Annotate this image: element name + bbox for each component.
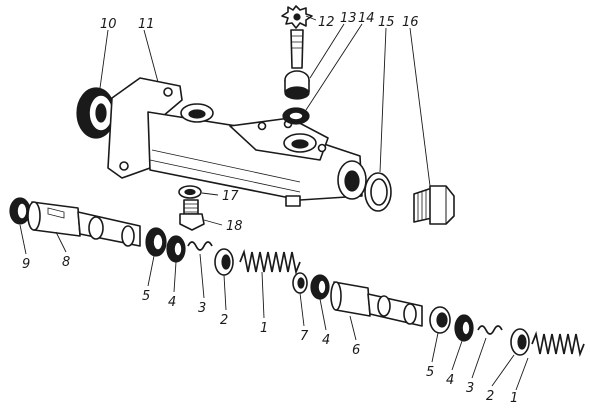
- callout-4-left: 4: [168, 295, 176, 310]
- part-12-star-nut: [281, 5, 313, 29]
- callout-15: 15: [378, 15, 395, 30]
- part-18-bolt: [179, 199, 205, 231]
- callout-4-right: 4: [446, 373, 454, 388]
- callout-9: 9: [22, 257, 30, 272]
- part-16-plug: [413, 185, 455, 225]
- callout-1-right: 1: [510, 391, 518, 406]
- part-1-spring-right: [531, 331, 585, 357]
- callout-5-right: 5: [426, 365, 434, 380]
- part-4-seal-right: [454, 314, 474, 342]
- part-2-cup-left: [214, 248, 234, 276]
- callout-11: 11: [138, 17, 155, 32]
- part-4-seal-left: [166, 235, 186, 263]
- callout-14: 14: [358, 11, 375, 26]
- part-3-washer-left: [187, 241, 213, 251]
- callout-12: 12: [318, 15, 335, 30]
- part-2-cup-right: [510, 328, 530, 356]
- callout-5-left: 5: [142, 289, 150, 304]
- callout-6: 6: [352, 343, 360, 358]
- callout-2-right: 2: [486, 389, 494, 404]
- callout-8: 8: [62, 255, 70, 270]
- callout-3-left: 3: [198, 301, 206, 316]
- part-13-bleed-valve: [284, 29, 310, 100]
- part-17-washer: [178, 185, 202, 199]
- part-9-ring: [9, 197, 31, 225]
- callout-16: 16: [402, 15, 419, 30]
- callout-13: 13: [340, 11, 357, 26]
- part-4-seal-middle: [310, 274, 330, 300]
- part-1-spring-left: [239, 249, 301, 275]
- callout-7: 7: [300, 329, 309, 344]
- part-10-cap: [76, 87, 116, 139]
- part-6-intermediate-piston: [330, 281, 423, 327]
- part-8-pushrod-piston: [27, 201, 141, 247]
- part-3-washer-right: [477, 325, 503, 335]
- callout-17: 17: [222, 189, 239, 204]
- part-11-cylinder-body: [107, 77, 367, 207]
- part-7-ring: [292, 272, 308, 294]
- leader-lines: [19, 15, 529, 391]
- part-5-cup-left: [145, 227, 167, 257]
- part-14-washer: [282, 107, 310, 125]
- callout-2-left: 2: [220, 313, 228, 328]
- callout-3-right: 3: [466, 381, 474, 396]
- callout-18: 18: [226, 219, 243, 234]
- callout-4-middle: 4: [322, 333, 330, 348]
- part-5-cup-right: [429, 306, 451, 334]
- callout-1-left: 1: [260, 321, 268, 336]
- part-15-gasket: [364, 172, 392, 212]
- callout-10: 10: [100, 17, 117, 32]
- callout-labels: 10 11 12 13 14 15 16 17 18 9 8 5 4 3 2 1…: [22, 11, 518, 406]
